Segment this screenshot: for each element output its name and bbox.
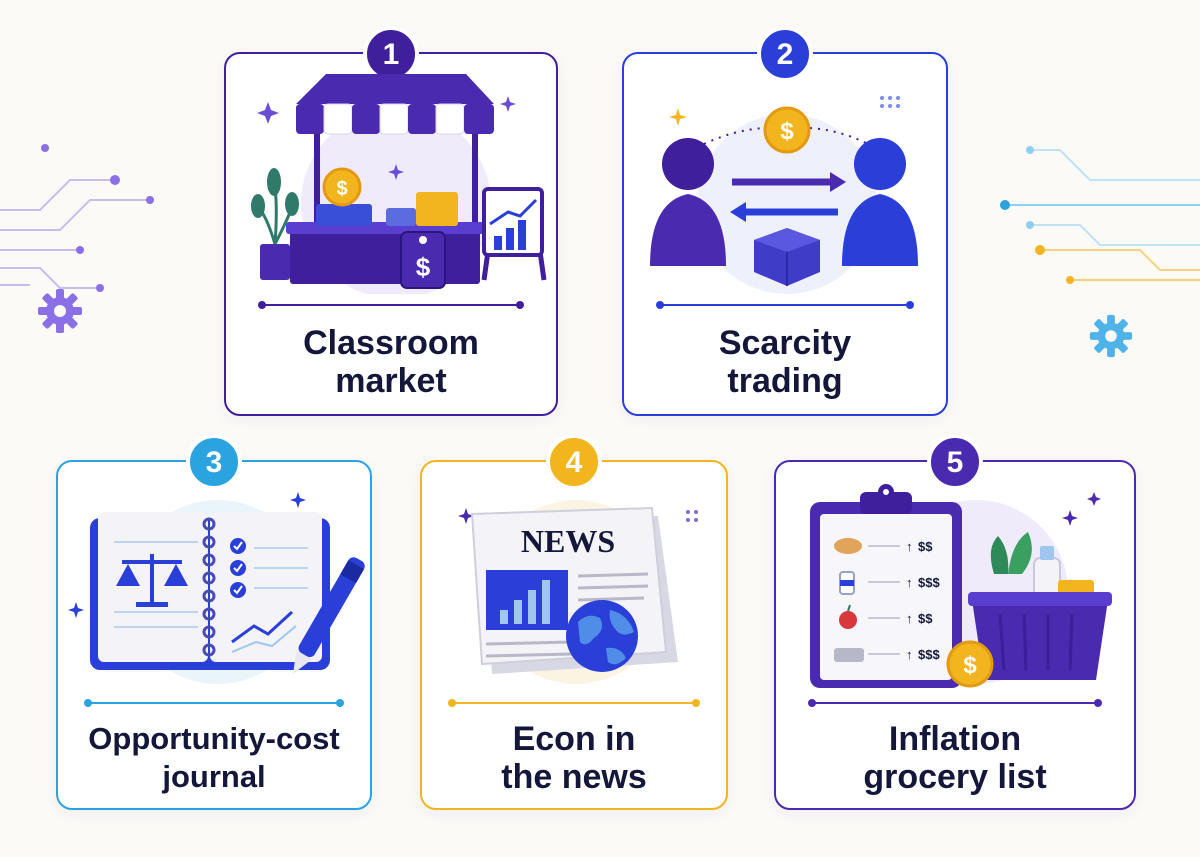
svg-text:$: $ (780, 118, 794, 145)
step-number-badge: 4 (546, 434, 602, 490)
card-opportunity-cost-journal: 3 (56, 434, 372, 810)
card-title: Opportunity-cost journal (88, 721, 340, 794)
step-number-badge: 3 (186, 434, 242, 490)
svg-text:$: $ (416, 252, 431, 282)
gear-icon (38, 289, 82, 333)
card-title: Inflation grocery list (863, 720, 1047, 796)
card-title: Classroom market (303, 324, 479, 400)
card-classroom-market: 1 $ $ (224, 26, 558, 416)
card-econ-in-the-news: 4 NEWS Econ in the news (420, 434, 728, 810)
journal-icon (68, 492, 365, 684)
divider (258, 301, 524, 309)
divider (84, 699, 344, 707)
svg-text:$$$: $$$ (918, 647, 940, 662)
divider (656, 301, 914, 309)
step-number-badge: 2 (757, 26, 813, 82)
svg-text:$$$: $$$ (918, 575, 940, 590)
card-title: Scarcity trading (718, 324, 852, 400)
left-circuit-decoration (0, 144, 154, 292)
divider (808, 699, 1102, 707)
svg-text:↑: ↑ (906, 647, 913, 662)
card-inflation-grocery-list: 5 ↑ ↑ ↑ ↑ $$ $$$ $$ $$$ (774, 434, 1136, 810)
step-number-badge: 5 (927, 434, 983, 490)
grocery-list-icon: ↑ ↑ ↑ ↑ $$ $$$ $$ $$$ $ (810, 484, 1112, 688)
svg-text:$: $ (963, 652, 977, 679)
svg-text:$$: $$ (918, 539, 933, 554)
svg-text:↑: ↑ (906, 575, 913, 590)
svg-text:$$: $$ (918, 611, 933, 626)
card-scarcity-trading: 2 $ Scarcity trading (622, 26, 948, 416)
card-title: Econ in the news (501, 720, 647, 796)
market-stall-icon: $ $ (251, 74, 547, 294)
svg-text:$: $ (336, 178, 347, 200)
svg-text:NEWS: NEWS (521, 523, 615, 559)
right-circuit-decoration (1000, 146, 1200, 284)
svg-text:↑: ↑ (906, 611, 913, 626)
divider (448, 699, 700, 707)
gear-icon (1089, 314, 1133, 358)
newspaper-icon: NEWS (458, 500, 698, 684)
trading-people-icon: $ (650, 96, 918, 294)
svg-text:↑: ↑ (906, 539, 913, 554)
